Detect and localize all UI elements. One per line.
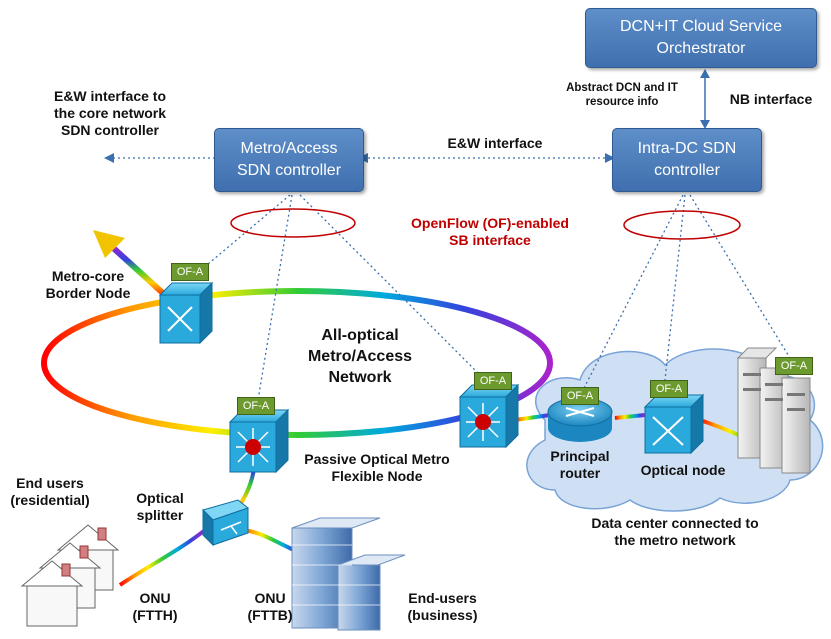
nb-interface-label: NB interface [729, 91, 813, 107]
border-arrow [107, 242, 168, 298]
nb-arrowhead-top [700, 69, 710, 78]
onu-fttb-label: ONU (FTTB) [247, 590, 293, 623]
optical-node-label: Optical node [640, 462, 726, 478]
passive-node-switch [228, 408, 290, 474]
principal-router-label: Principal router [550, 448, 610, 481]
ew-right-arrowhead [605, 153, 615, 163]
ew-core-arrowhead [104, 153, 114, 163]
all-optical-network-label: All-optical Metro/Access Network [307, 327, 413, 386]
ofa-tag-servers: OF-A [775, 357, 813, 375]
fiber-splitter-home [118, 528, 207, 587]
ew-interface-label: E&W interface [447, 135, 543, 151]
ofa-tag-passive: OF-A [237, 397, 275, 415]
optical-splitter-label: Optical splitter [136, 490, 184, 523]
ew-core-label: E&W interface to the core network SDN co… [53, 88, 167, 138]
residential-houses [20, 524, 120, 627]
controller-links [112, 157, 791, 401]
fiber-dc-2 [614, 413, 646, 420]
abstract-info-label: Abstract DCN and IT resource info [566, 82, 678, 108]
onu-ftth-label: ONU (FTTH) [132, 590, 178, 623]
optical-splitter [202, 499, 250, 547]
end-users-residential-label: End users (residential) [10, 475, 90, 508]
business-buildings [291, 517, 406, 631]
ofa-tag-ring: OF-A [474, 372, 512, 390]
ofa-tag-router: OF-A [561, 387, 599, 405]
principal-router [547, 397, 613, 442]
intradc-sdn-controller-box[interactable]: Intra-DC SDN controller [612, 128, 762, 192]
ring-node-switch [458, 383, 520, 449]
sb-ellipse-dc [623, 210, 741, 240]
nb-arrowhead-bottom [700, 120, 710, 129]
openflow-sb-label: OpenFlow (OF)-enabled SB interface [411, 215, 569, 248]
orchestrator-box[interactable]: DCN+IT Cloud Service Orchestrator [585, 8, 817, 68]
ofa-tag-optical: OF-A [650, 380, 688, 398]
metro-ring [41, 288, 553, 438]
sb-ellipse-metro [230, 208, 356, 238]
metro-sdn-controller-box[interactable]: Metro/Access SDN controller [214, 128, 364, 192]
end-users-business-label: End-users (business) [407, 590, 478, 623]
border-node-label: Metro-core Border Node [45, 268, 131, 301]
datacenter-label: Data center connected to the metro netwo… [591, 515, 759, 548]
servers [736, 347, 811, 474]
border-arrow-head [93, 230, 125, 258]
passive-node-label: Passive Optical Metro Flexible Node [304, 451, 450, 484]
optical-node-switch [643, 393, 705, 455]
ofa-tag-border: OF-A [171, 263, 209, 281]
fiber-dc-1 [514, 413, 551, 422]
border-node-switch [158, 281, 214, 345]
